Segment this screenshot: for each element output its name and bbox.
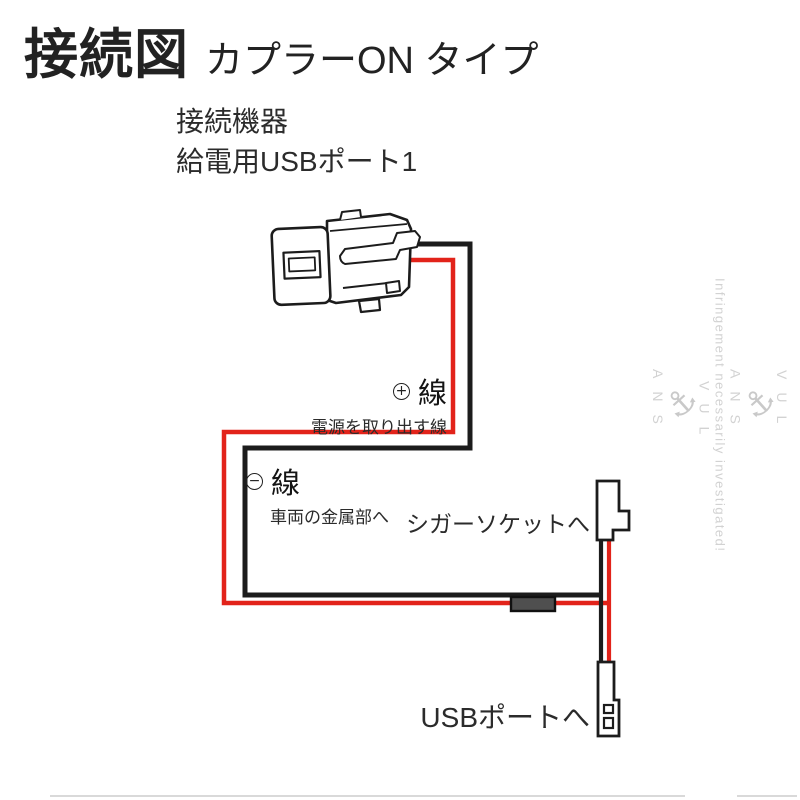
cigar-socket-connector — [595, 479, 631, 542]
minus-circle-icon: − — [246, 472, 263, 490]
minus-wire-description: 車両の金属部へ — [270, 508, 389, 527]
usb-connector-pin-top — [602, 703, 615, 715]
watermark-brand-top-suffix: ANS — [727, 369, 744, 437]
plus-wire-name: 線 — [417, 378, 447, 410]
minus-wire-name: 線 — [271, 468, 301, 500]
watermark-brand-bottom-suffix: ANS — [650, 369, 667, 437]
device-caption-line2: 給電用USBポート1 — [176, 146, 418, 177]
usb-port-label: USBポートへ — [420, 702, 590, 733]
watermark-brand-top-prefix: VUL — [774, 369, 790, 437]
title-main: 接続図 — [24, 22, 189, 86]
plus-wire-description: 電源を取り出す線 — [311, 418, 447, 437]
plus-circle-icon: + — [392, 382, 410, 400]
watermark: VUL ⚓ ANS Infringement necessarily inves… — [650, 6, 790, 800]
watermark-statement: Infringement necessarily investigated! — [712, 277, 728, 553]
device-caption: 接続機器 給電用USBポート1 — [176, 102, 417, 182]
usb-device-illustration — [270, 209, 421, 314]
wire-red — [221, 257, 609, 606]
watermark-brand-bottom-prefix: VUL — [696, 380, 713, 448]
fuse — [509, 595, 557, 613]
title-type-label: カプラーON タイプ — [205, 40, 539, 82]
wire-black — [242, 241, 601, 598]
page-title: 接続図 カプラーON タイプ — [24, 10, 539, 89]
bottom-divider-right — [737, 795, 797, 797]
minus-wire-label: − 線 車両の金属部へ — [246, 460, 389, 528]
plus-wire-label: + 線 電源を取り出す線 — [311, 370, 447, 438]
cigar-socket-label: シガーソケットへ — [406, 511, 590, 537]
bottom-divider — [50, 795, 685, 797]
device-caption-line1: 接続機器 — [176, 106, 289, 137]
usb-connector-pin-bottom — [602, 716, 615, 730]
